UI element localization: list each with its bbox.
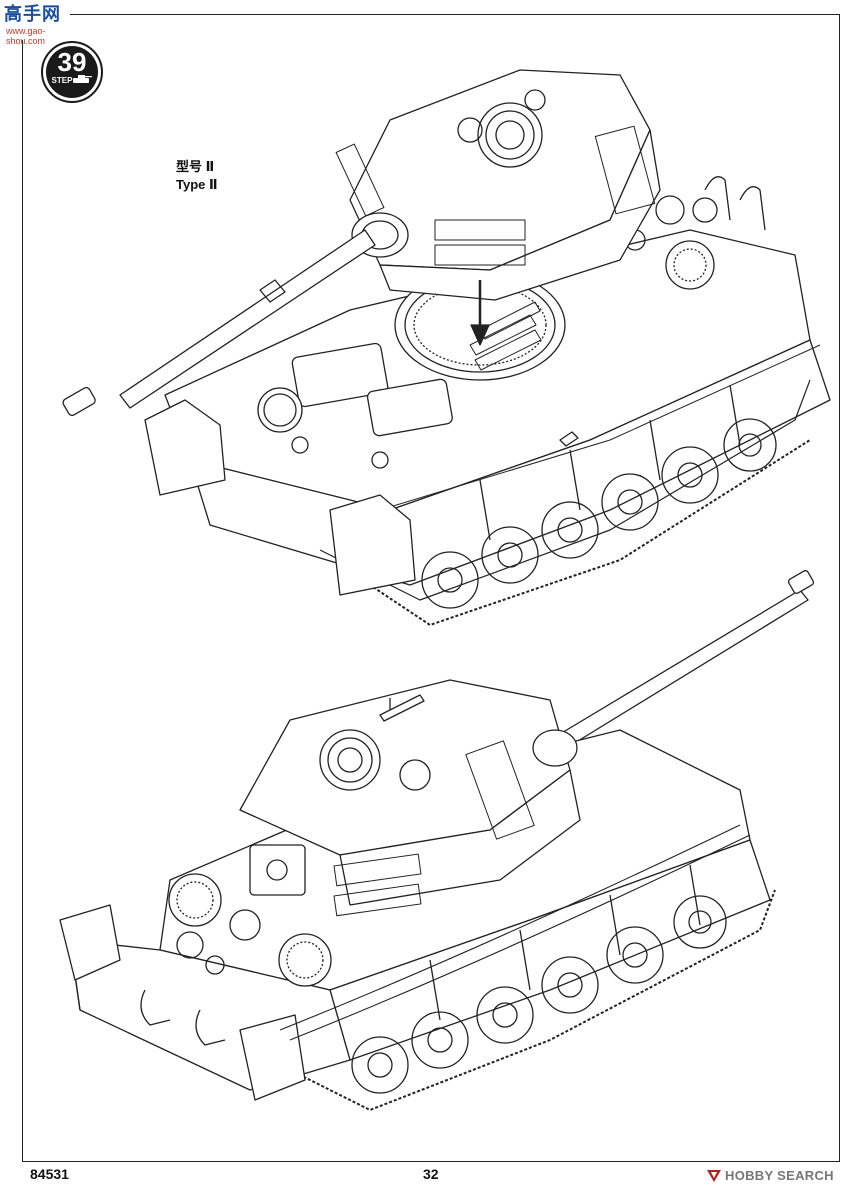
page-border [22,14,840,1162]
tank-rear-view-illustration [59,570,815,1111]
variant-label: 型号 Ⅱ Type Ⅱ [176,158,218,194]
brand-mark: HOBBY SEARCH [706,1168,834,1183]
step-label: STEP [52,76,74,85]
watermark-url: www.gao-shou.com [6,26,46,46]
brand-name: HOBBY SEARCH [725,1168,834,1183]
mini-tank-icon [73,75,92,83]
variant-label-cn: 型号 Ⅱ [176,159,215,174]
hobby-search-logo-icon [707,1169,721,1182]
spare-track-links [335,125,656,266]
tank-top-view-illustration [62,69,831,626]
step-number: 39 [58,47,87,77]
road-wheels [351,895,727,1094]
watermark: 高手网 www.gao-shou.com [4,4,70,46]
road-wheels [421,418,777,609]
page-number: 32 [423,1166,439,1182]
variant-label-en: Type Ⅱ [176,177,218,192]
down-arrow-icon [470,280,490,346]
watermark-name: 高手网 [4,4,61,25]
step-badge-icon: 39 STEP [41,41,103,103]
product-code: 84531 [30,1166,69,1182]
spare-track-links [333,740,535,917]
